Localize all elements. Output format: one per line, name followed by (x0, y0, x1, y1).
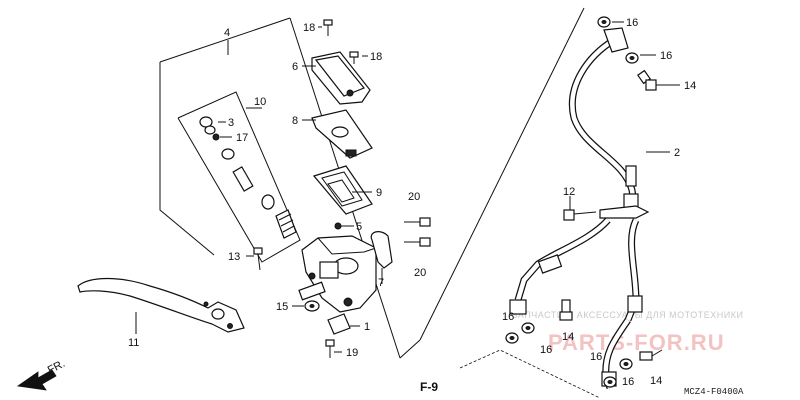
label-10: 10 (254, 96, 266, 108)
watermark-line2: PARTS-FOR.RU (548, 330, 725, 355)
washer-16-b (625, 52, 639, 64)
brake-hose-2 (568, 27, 650, 219)
label-7: 7 (378, 277, 384, 289)
washer-16-f (619, 358, 633, 370)
label-1: 1 (364, 321, 370, 333)
brake-lever-11 (77, 277, 245, 333)
label-16-e: 16 (590, 351, 602, 363)
direction-label: FR. (46, 358, 67, 377)
part-labels: 4 10 3 17 18 18 6 8 9 5 20 20 7 13 15 1 … (128, 17, 696, 388)
front-direction-arrow: FR. (16, 358, 67, 391)
washer-16-c (521, 322, 535, 334)
label-16-d: 16 (540, 344, 552, 356)
lower-brake-hoses (509, 217, 643, 390)
plate-8 (311, 109, 373, 159)
label-14-b: 14 (562, 331, 574, 343)
label-14-c: 14 (650, 375, 662, 387)
washer-16-e (603, 376, 617, 388)
label-18-top: 18 (303, 22, 315, 34)
washer-16-d (505, 332, 519, 344)
label-17: 17 (236, 132, 248, 144)
bolt-14-a (637, 69, 657, 91)
label-6: 6 (292, 61, 298, 73)
label-2: 2 (674, 147, 680, 159)
bolt-13 (253, 247, 263, 271)
label-16-b: 16 (660, 50, 672, 62)
label-20-lower: 20 (414, 267, 426, 279)
bolt-20-lower (404, 237, 431, 247)
holder-7 (370, 231, 393, 284)
label-16-c: 16 (502, 311, 514, 323)
piston-set (199, 116, 297, 239)
screw-18-side (349, 51, 359, 64)
label-20-upper: 20 (408, 191, 420, 203)
washer-16-a (597, 16, 611, 28)
label-14-a: 14 (684, 80, 696, 92)
master-cylinder-body (298, 235, 377, 313)
label-16-f: 16 (622, 376, 634, 388)
reservoir-cap-6 (311, 51, 371, 105)
label-12: 12 (563, 186, 575, 198)
bolt-14-b (559, 299, 573, 321)
label-15: 15 (276, 301, 288, 313)
bolt-20-upper (404, 217, 431, 227)
label-9: 9 (376, 187, 382, 199)
diagram-code: MCZ4-F0400A (684, 387, 744, 397)
screw-18-top (323, 19, 333, 36)
label-8: 8 (292, 115, 298, 127)
diaphragm-9 (312, 165, 373, 215)
boundary-lines (419, 7, 601, 399)
label-3: 3 (228, 117, 234, 129)
bolt-12 (563, 209, 597, 221)
pivot-collar-15 (304, 300, 320, 312)
label-16-a: 16 (626, 17, 638, 29)
bolt-14-c (639, 349, 663, 361)
switch-1 (327, 313, 351, 335)
label-13: 13 (228, 251, 240, 263)
label-4: 4 (224, 27, 230, 39)
screw-5 (334, 222, 354, 230)
label-11: 11 (128, 337, 139, 349)
label-5: 5 (356, 221, 362, 233)
label-18-side: 18 (370, 51, 382, 63)
leader-lines (135, 21, 680, 353)
label-19: 19 (346, 347, 358, 359)
assembly-frame-10 (177, 91, 301, 263)
screw-19 (325, 339, 335, 358)
page-reference: F-9 (420, 380, 438, 394)
